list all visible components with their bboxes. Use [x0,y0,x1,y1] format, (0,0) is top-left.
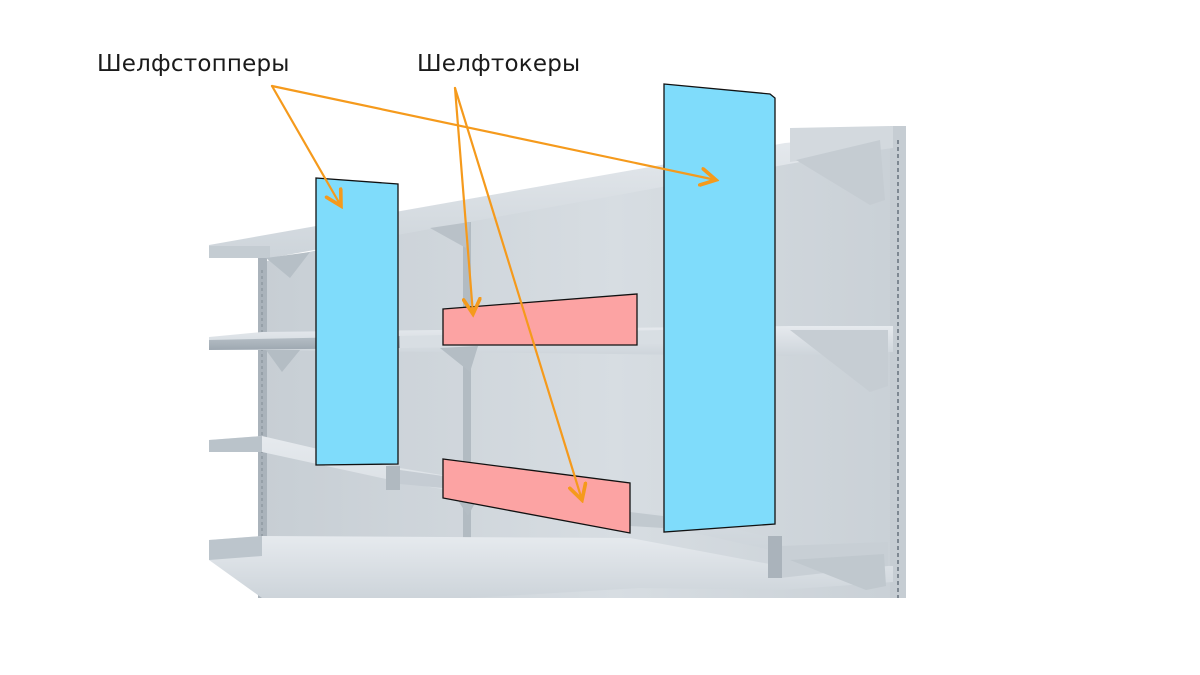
shelf-4 [209,536,893,598]
shelf-talker-lower [442,458,631,534]
arrow-talker-upper [453,86,473,314]
callout-arrows [270,84,716,500]
upright-right [890,126,906,598]
arrow-stopper-right [270,84,716,180]
shelf-talker-upper [442,293,638,346]
rail-mid [630,512,663,528]
shelving-unit [209,126,906,598]
arrow-stopper-left [270,84,341,206]
shelf-stopper-left [315,177,399,466]
label-shelf-stoppers: Шелфстопперы [97,51,290,77]
shelf-stopper-right [663,83,776,533]
label-shelf-talkers: Шелфтокеры [417,51,581,77]
arrow-talker-lower [453,86,582,500]
upright-middle [463,222,471,598]
